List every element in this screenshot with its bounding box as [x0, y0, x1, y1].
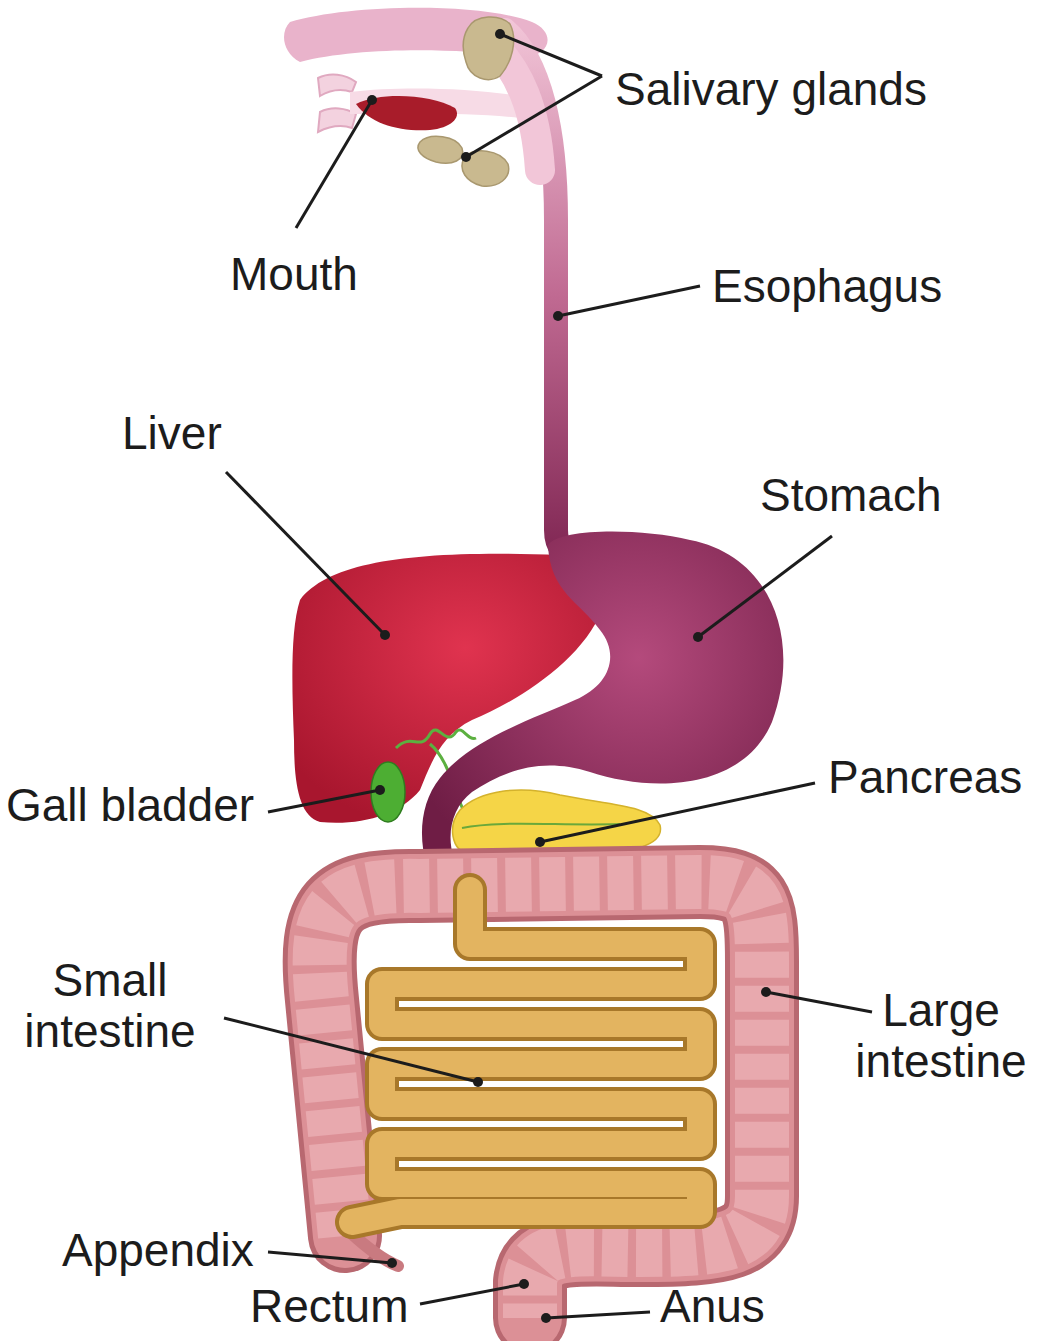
colon-outline [320, 882, 762, 1318]
part-label: Liver [122, 408, 222, 459]
part-label: Stomach [760, 470, 942, 521]
leader-dot [519, 1279, 529, 1289]
leader-line [766, 992, 872, 1012]
leader-dot [461, 152, 471, 162]
leader-line [540, 783, 815, 842]
leader-line [420, 1284, 524, 1304]
stomach-shape [422, 532, 783, 892]
colon-haustra [320, 882, 762, 1318]
leader-line [226, 472, 385, 635]
small-intestine-shape [352, 890, 700, 1222]
leader-dot [553, 311, 563, 321]
part-label: Esophagus [712, 261, 942, 312]
part-label: Salivary glands [615, 64, 927, 115]
leader-line [268, 790, 380, 812]
leader-line [268, 1252, 392, 1263]
pancreatic-duct [462, 824, 620, 828]
leader-line [296, 100, 372, 228]
part-label: Pancreas [828, 752, 1022, 803]
part-label: Mouth [230, 249, 358, 300]
colon-body [320, 882, 762, 1318]
salivary-gland [418, 136, 463, 163]
leader-dot [380, 630, 390, 640]
part-label: Appendix [62, 1225, 254, 1276]
large-intestine-shape [320, 882, 762, 1318]
part-label: Large intestine [835, 985, 1047, 1086]
leader-line [546, 1312, 650, 1318]
leader-dot [375, 785, 385, 795]
bile-duct [396, 730, 476, 748]
part-label: Rectum [250, 1282, 408, 1330]
leader-dot [495, 29, 505, 39]
bowel-outline [352, 890, 700, 1222]
leader-lines [224, 34, 872, 1318]
bowel-body [352, 890, 700, 1222]
gall-bladder-shape [371, 762, 405, 822]
leader-dot [387, 1258, 397, 1268]
salivary-gland [463, 17, 513, 80]
leader-line [500, 34, 602, 76]
leader-line [698, 536, 832, 637]
part-label: Anus [660, 1282, 765, 1330]
leader-line [558, 286, 700, 316]
leader-dot [541, 1313, 551, 1323]
leader-dot [693, 632, 703, 642]
leader-dot [535, 837, 545, 847]
leader-dot [761, 987, 771, 997]
leader-line [224, 1018, 478, 1082]
leader-dot [473, 1077, 483, 1087]
part-label: Gall bladder [6, 780, 254, 831]
leader-line [466, 76, 602, 157]
leader-dot [367, 95, 377, 105]
part-label: Small intestine [4, 955, 216, 1056]
